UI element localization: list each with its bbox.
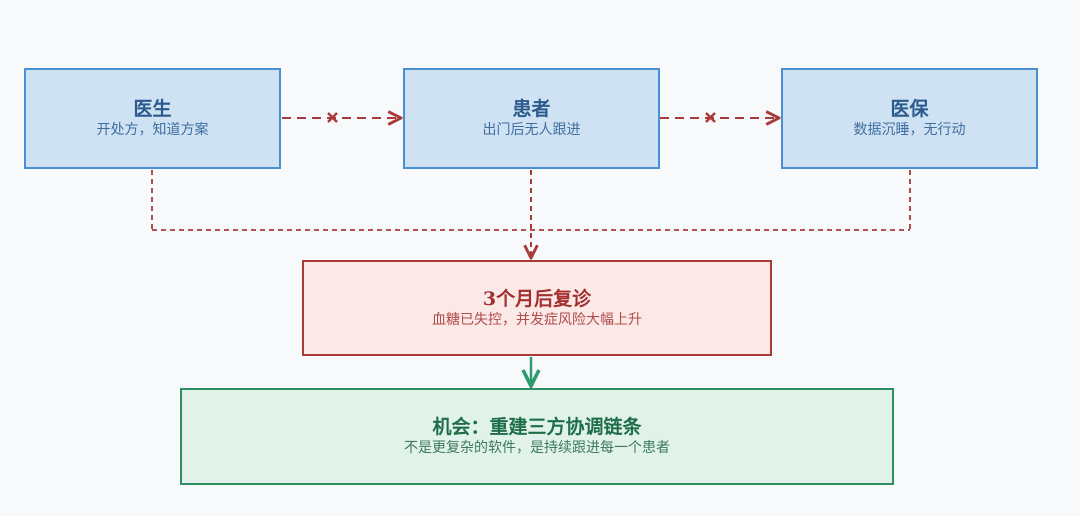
insurance-node: 医保 数据沉睡，无行动 <box>781 68 1038 169</box>
doctor-node: 医生 开处方，知道方案 <box>24 68 281 169</box>
patient-node: 患者 出门后无人跟进 <box>403 68 660 169</box>
node-title: 医生 <box>133 98 172 120</box>
node-subtitle: 血糖已失控，并发症风险大幅上升 <box>432 311 642 328</box>
node-subtitle: 数据沉睡，无行动 <box>853 122 966 138</box>
node-subtitle: 出门后无人跟进 <box>482 122 581 138</box>
broken-link-x-icon <box>327 112 338 123</box>
node-title: 医保 <box>890 98 929 120</box>
opportunity-node: 机会：重建三方协调链条 不是更复杂的软件，是持续跟进每一个患者 <box>180 388 894 485</box>
outcome-node: 3个月后复诊 血糖已失控，并发症风险大幅上升 <box>302 260 772 356</box>
node-title: 机会：重建三方协调链条 <box>432 416 642 438</box>
node-title: 患者 <box>512 98 551 120</box>
node-title: 3个月后复诊 <box>482 287 592 310</box>
broken-link-doctor-patient <box>282 113 401 122</box>
broken-link-patient-insurance <box>660 113 779 122</box>
convergence-lines <box>151 170 911 231</box>
node-subtitle: 开处方，知道方案 <box>96 122 209 138</box>
node-subtitle: 不是更复杂的软件，是持续跟进每一个患者 <box>404 440 670 456</box>
broken-link-x-icon <box>705 112 716 123</box>
